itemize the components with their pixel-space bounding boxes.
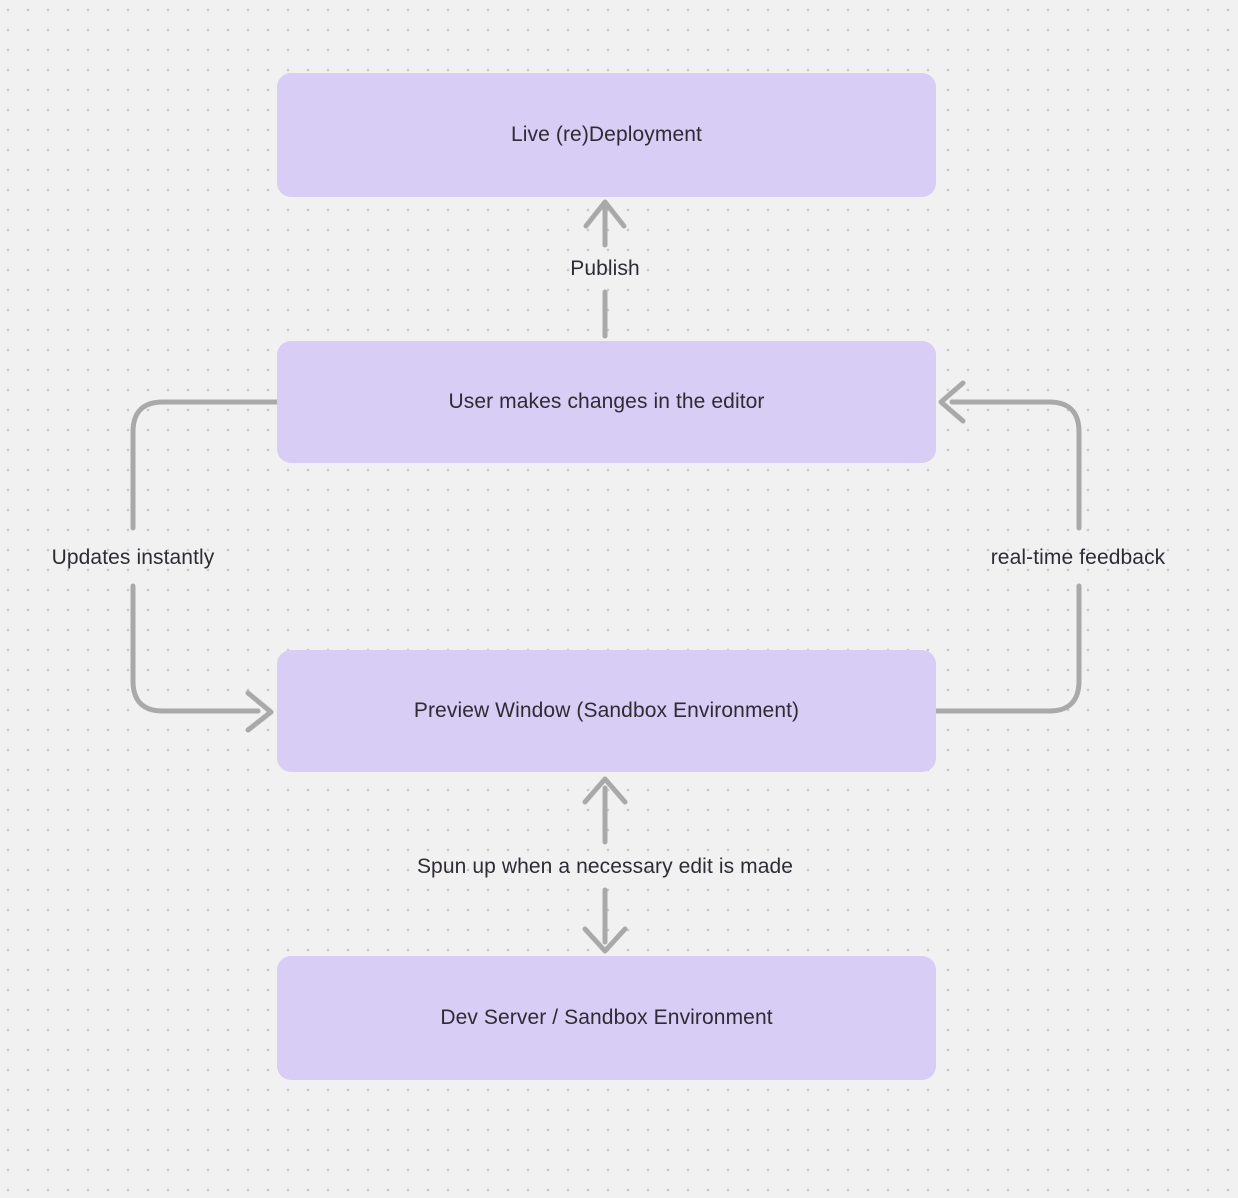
node-preview-window: Preview Window (Sandbox Environment): [277, 650, 936, 772]
node-preview-window-label: Preview Window (Sandbox Environment): [413, 699, 800, 722]
node-live-deployment: Live (re)Deployment: [277, 73, 936, 197]
node-editor: User makes changes in the editor: [277, 341, 936, 463]
node-dev-server: Dev Server / Sandbox Environment: [277, 956, 936, 1080]
edge-spun-up-arrow: [582, 776, 628, 954]
arrow-left-icon: [938, 380, 966, 424]
node-dev-server-label: Dev Server / Sandbox Environment: [440, 1006, 773, 1029]
edge-label-real-time-feedback: real-time feedback: [990, 546, 1166, 569]
arrow-down-icon: [582, 926, 628, 954]
arrow-up-icon: [583, 199, 627, 229]
node-live-deployment-label: Live (re)Deployment: [511, 123, 702, 146]
edge-publish-arrow: [583, 199, 627, 339]
edge-label-spun-up: Spun up when a necessary edit is made: [416, 855, 794, 878]
edge-real-time-feedback-arrow: [933, 380, 1082, 714]
edge-label-publish: Publish: [570, 257, 640, 280]
arrow-up-icon: [582, 776, 628, 805]
edge-label-updates-instantly: Updates instantly: [51, 546, 215, 569]
arrow-right-icon: [245, 690, 274, 733]
node-editor-label: User makes changes in the editor: [448, 390, 765, 413]
edge-updates-instantly-arrow: [130, 399, 280, 733]
